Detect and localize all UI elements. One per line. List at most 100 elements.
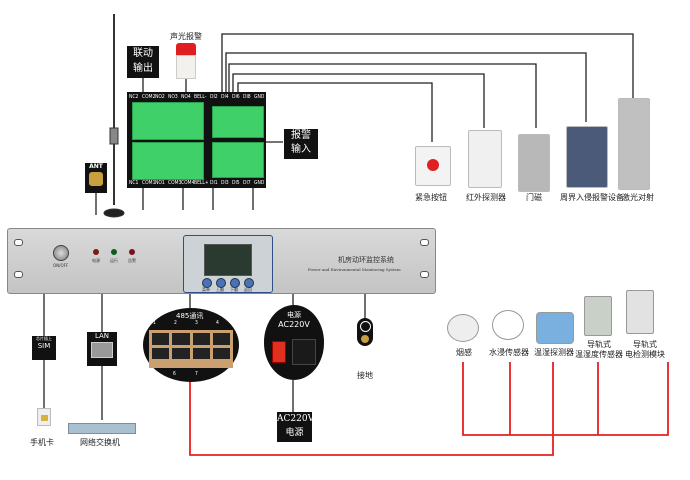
monitoring-host-chassis: ON/OFF 电源运行告警 菜单上翻下翻返回 机房动环监控系统 Power an… bbox=[7, 228, 436, 294]
smoke-detector-icon bbox=[447, 314, 479, 342]
iec-socket-icon bbox=[292, 339, 316, 365]
din-rail-power-detection-module-icon bbox=[626, 290, 654, 334]
sensor-label: 水浸传感器 bbox=[489, 348, 529, 357]
laser-beam-icon bbox=[618, 98, 650, 190]
pin-label: DI6 bbox=[232, 94, 240, 100]
rs485-label: 485通讯 bbox=[176, 312, 204, 320]
network-switch-icon bbox=[68, 423, 136, 434]
status-led-power bbox=[93, 249, 99, 255]
power-switch-label: ON/OFF bbox=[53, 263, 69, 268]
pin-label: 1 bbox=[153, 320, 156, 326]
rj45-icon bbox=[91, 342, 113, 358]
ground-screw-icon bbox=[361, 335, 369, 343]
rs485-bus bbox=[189, 362, 669, 456]
sim-card-label: 手机卡 bbox=[30, 438, 54, 447]
pin-label: DI4 bbox=[221, 94, 229, 100]
pin-label: NC1 bbox=[129, 180, 139, 186]
power-switch-button[interactable] bbox=[53, 245, 69, 261]
rack-hole bbox=[420, 239, 429, 246]
pin-label: NO2 bbox=[155, 94, 165, 100]
antenna-whip bbox=[103, 14, 125, 218]
sim-slot[interactable]: 芯片插上 SIM bbox=[32, 336, 56, 360]
sensor-label: 温湿探测器 bbox=[534, 348, 574, 357]
pin-label: COM4 bbox=[181, 180, 195, 186]
rack-hole bbox=[14, 271, 23, 278]
panel-button[interactable] bbox=[230, 278, 240, 288]
sim-card-icon bbox=[37, 408, 51, 426]
emergency-button-icon bbox=[415, 146, 451, 186]
led-label: 电源 bbox=[92, 258, 100, 263]
status-led-alarm bbox=[129, 249, 135, 255]
lcd-screen bbox=[204, 244, 252, 276]
power-label-cn: 电源 bbox=[287, 311, 301, 319]
sensor-label: 烟感 bbox=[456, 348, 472, 357]
pin-label: BELL- bbox=[194, 94, 207, 100]
ground-symbol-icon bbox=[359, 321, 371, 332]
pin-label: 4 bbox=[216, 320, 219, 326]
wire-emergency bbox=[237, 82, 433, 142]
lan-port[interactable]: LAN bbox=[87, 332, 117, 366]
power-label-voltage: AC220V bbox=[278, 320, 310, 329]
pin-label: NO3 bbox=[168, 94, 178, 100]
pin-label: COM2 bbox=[142, 94, 156, 100]
pin-label: 3 bbox=[195, 320, 198, 326]
pin-label: COM3 bbox=[168, 180, 182, 186]
alarm-device-label: 红外探测器 bbox=[466, 193, 506, 202]
network-switch-label: 网络交换机 bbox=[80, 438, 120, 447]
panel-button[interactable] bbox=[244, 278, 254, 288]
wire-door bbox=[228, 63, 537, 128]
panel-button[interactable] bbox=[202, 278, 212, 288]
wire-infrared bbox=[232, 73, 485, 128]
sma-connector-icon bbox=[89, 172, 103, 186]
pin-label: 2 bbox=[174, 320, 177, 326]
alarm-device-label: 紧急按钮 bbox=[415, 193, 447, 202]
pin-label: DI8 bbox=[243, 94, 251, 100]
water-leak-sensor-icon bbox=[492, 310, 524, 340]
panel-button-label: 菜单 bbox=[202, 287, 210, 292]
pin-label: NC2 bbox=[129, 94, 139, 100]
sensor-label: 导轨式电检测模块 bbox=[625, 340, 665, 359]
power-inlet: 电源 AC220V bbox=[264, 305, 324, 380]
din-rail-temp-humidity-sensor-icon bbox=[584, 296, 612, 336]
led-label: 告警 bbox=[128, 258, 136, 263]
strobe-alarm-label: 声光报警 bbox=[170, 32, 202, 41]
alarm-device-label: 门磁 bbox=[526, 193, 542, 202]
antenna-label: ANT bbox=[89, 163, 103, 170]
pin-label: COM1 bbox=[142, 180, 156, 186]
pin-label: DI1 bbox=[210, 180, 218, 186]
perimeter-intrusion-alarm-icon bbox=[566, 126, 608, 188]
control-panel: 菜单上翻下翻返回 bbox=[183, 235, 273, 293]
rj45-port-block[interactable] bbox=[149, 330, 233, 368]
ground-terminal[interactable] bbox=[357, 318, 373, 346]
wire-perimeter bbox=[225, 52, 587, 122]
pin-label: DI5 bbox=[232, 180, 240, 186]
antenna-port[interactable]: ANT bbox=[85, 163, 107, 193]
panel-button[interactable] bbox=[216, 278, 226, 288]
pin-label: DI2 bbox=[210, 94, 218, 100]
strobe-alarm-icon bbox=[176, 43, 196, 79]
alarm-device-label: 周界入侵报警设备 bbox=[560, 193, 624, 202]
rack-hole bbox=[420, 271, 429, 278]
pin-label: DI3 bbox=[221, 180, 229, 186]
ground-label: 接地 bbox=[357, 371, 373, 380]
panel-button-label: 下翻 bbox=[230, 287, 238, 292]
pin-label: 7 bbox=[195, 371, 198, 377]
panel-button-label: 上翻 bbox=[216, 287, 224, 292]
pin-label: GND bbox=[254, 94, 265, 100]
door-magnet-icon bbox=[518, 134, 550, 192]
rack-hole bbox=[14, 239, 23, 246]
pin-label: NO4 bbox=[181, 94, 191, 100]
pin-label: DI7 bbox=[243, 180, 251, 186]
pin-label: BELL+ bbox=[194, 180, 209, 186]
power-rocker-switch[interactable] bbox=[272, 341, 286, 363]
alarm-input-label: 报警输入 bbox=[284, 129, 318, 159]
device-name-en: Power and Environmental Monitoring Syste… bbox=[308, 267, 401, 272]
infrared-detector-icon bbox=[468, 130, 502, 188]
linkage-output-label: 联动输出 bbox=[127, 46, 159, 78]
temp-humidity-detector-icon bbox=[536, 312, 574, 344]
led-label: 运行 bbox=[110, 258, 118, 263]
wire-laser bbox=[221, 33, 634, 100]
